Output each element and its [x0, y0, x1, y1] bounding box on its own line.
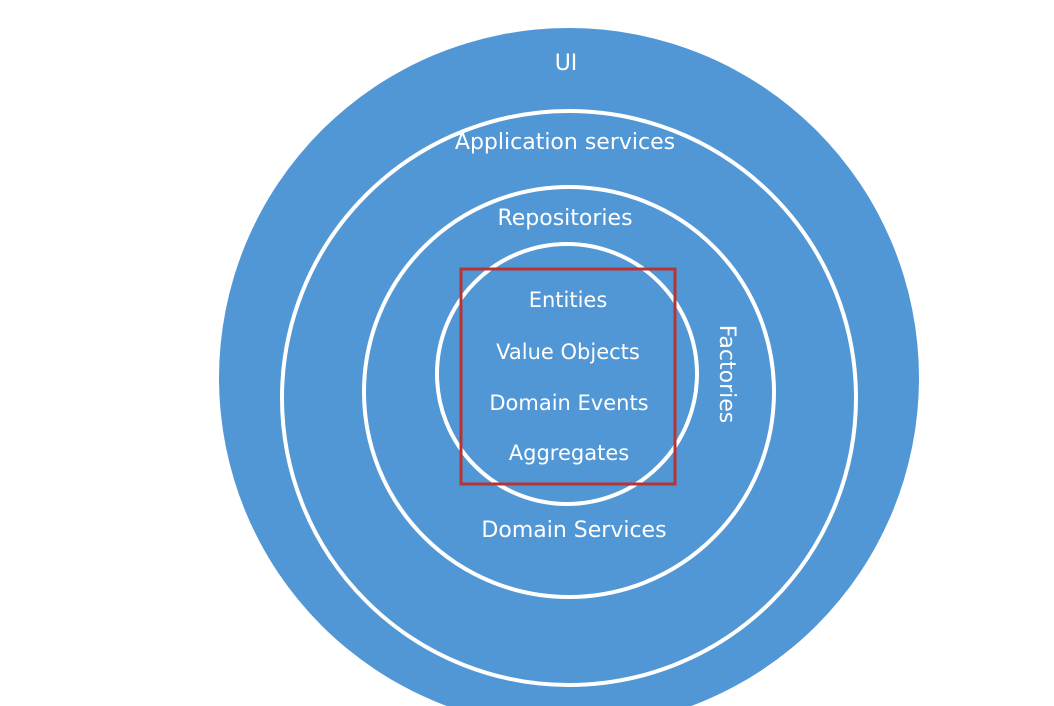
aggregates-label: Aggregates — [509, 441, 629, 465]
repositories-label: Repositories — [497, 206, 632, 231]
ui-layer-disc — [219, 28, 919, 706]
application-services-label: Application services — [455, 130, 675, 155]
application-services-ring — [280, 109, 858, 687]
core-highlight-box — [459, 267, 677, 486]
domain-events-label: Domain Events — [489, 391, 648, 415]
core-domain-ring — [435, 242, 699, 506]
domain-services-label: Domain Services — [481, 518, 666, 543]
value-objects-label: Value Objects — [496, 340, 640, 364]
repositories-ring — [362, 185, 776, 599]
ui-label: UI — [555, 51, 578, 76]
entities-label: Entities — [529, 288, 608, 312]
factories-label: Factories — [714, 325, 739, 423]
